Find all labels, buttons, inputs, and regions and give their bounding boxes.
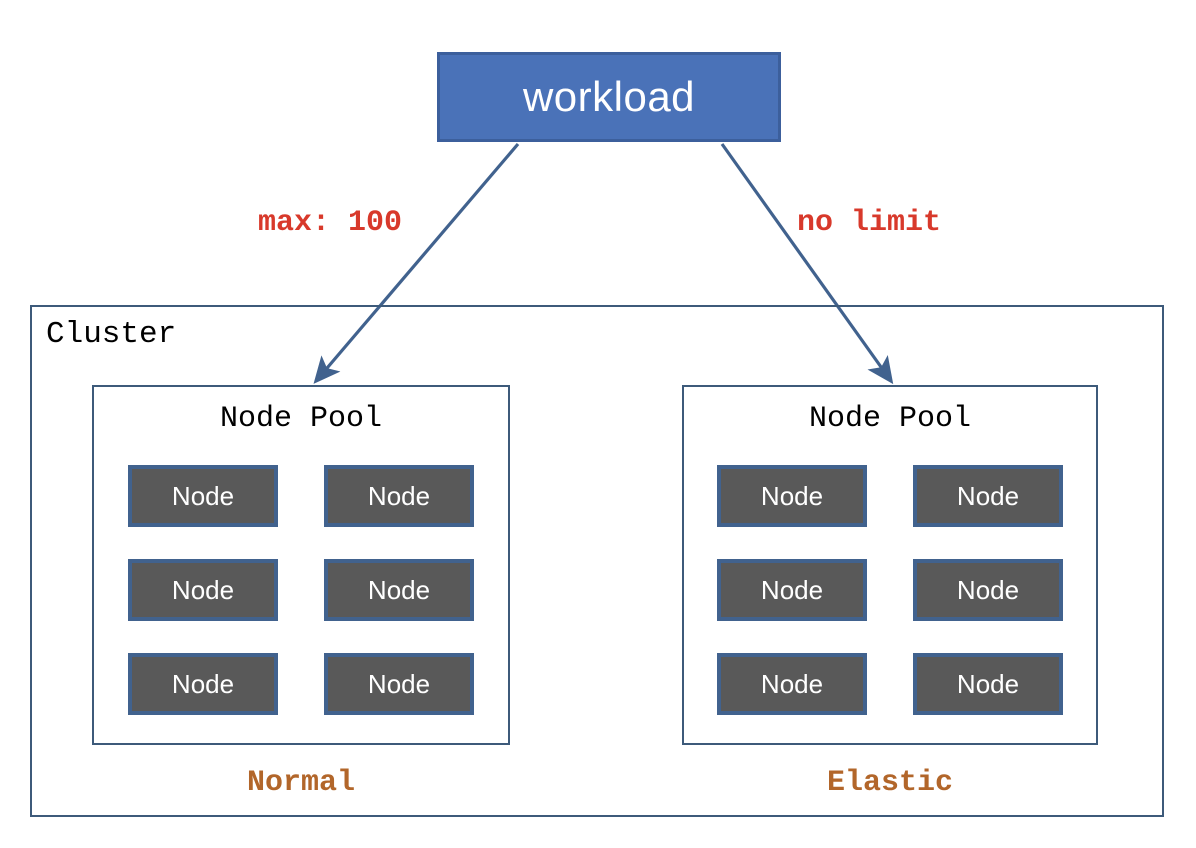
node-pool-caption-elastic: Elastic — [826, 766, 954, 800]
cluster-frame — [30, 305, 1164, 817]
node-grid-normal: Node Node Node Node Node Node — [94, 465, 508, 715]
node[interactable]: Node — [717, 559, 867, 621]
cluster-title: Cluster — [46, 317, 177, 352]
node-pool-elastic: Node Pool Node Node Node Node Node Node — [682, 385, 1098, 745]
node-label: Node — [171, 481, 235, 511]
node-pool-caption-normal: Normal — [246, 766, 356, 800]
node[interactable]: Node — [128, 559, 278, 621]
node-label: Node — [956, 481, 1020, 511]
node[interactable]: Node — [128, 465, 278, 527]
node-grid-elastic: Node Node Node Node Node Node — [684, 465, 1096, 715]
node[interactable]: Node — [128, 653, 278, 715]
edge-label-max-limit: max: 100 — [258, 206, 403, 240]
node-label: Node — [760, 575, 824, 605]
node-label: Node — [171, 575, 235, 605]
node[interactable]: Node — [913, 465, 1063, 527]
node-label: Node — [367, 669, 431, 699]
node[interactable]: Node — [913, 559, 1063, 621]
node-pool-normal: Node Pool Node Node Node Node Node Node — [92, 385, 510, 745]
node-label: Node — [956, 669, 1020, 699]
node-label: Node — [171, 669, 235, 699]
node-label: Node — [760, 481, 824, 511]
node-label: Node — [367, 575, 431, 605]
node[interactable]: Node — [913, 653, 1063, 715]
node-label: Node — [760, 669, 824, 699]
node-pool-title: Node Pool — [219, 402, 383, 436]
edge-label-no-limit: no limit — [797, 206, 942, 240]
node-pool-title: Node Pool — [808, 402, 972, 436]
node[interactable]: Node — [717, 465, 867, 527]
node[interactable]: Node — [324, 559, 474, 621]
node-label: Node — [956, 575, 1020, 605]
node[interactable]: Node — [324, 653, 474, 715]
node[interactable]: Node — [717, 653, 867, 715]
node[interactable]: Node — [324, 465, 474, 527]
workload-label: workload — [522, 73, 696, 120]
workload-node[interactable]: workload — [437, 52, 781, 142]
node-label: Node — [367, 481, 431, 511]
